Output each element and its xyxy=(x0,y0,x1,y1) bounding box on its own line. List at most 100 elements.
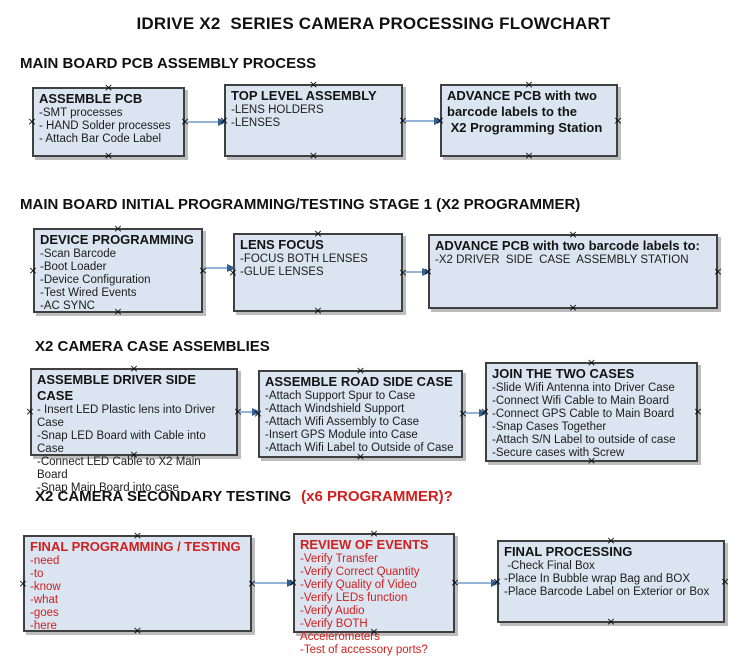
box-assemble-driver-side-case[interactable]: ASSEMBLE DRIVER SIDE CASE - Insert LED P… xyxy=(30,368,238,494)
box-title: ASSEMBLE PCB xyxy=(39,91,143,106)
box-advance-pcb-driver-side[interactable]: ADVANCE PCB with two barcode labels to: … xyxy=(428,234,718,309)
box-title: FINAL PROCESSING xyxy=(504,544,633,559)
box-title: LENS FOCUS xyxy=(240,237,324,252)
box-item: -what xyxy=(30,594,59,606)
glue-point-icon xyxy=(27,117,37,127)
box-top-level-assembly[interactable]: TOP LEVEL ASSEMBLY -LENS HOLDERS -LENSES xyxy=(224,84,403,157)
glue-point-icon xyxy=(228,268,238,278)
box-item: -Verify Transfer xyxy=(300,553,378,565)
glue-point-icon xyxy=(113,224,123,234)
box-final-programming-testing[interactable]: FINAL PROGRAMMING / TESTING -need -to -k… xyxy=(23,535,252,632)
box-item: -Test of accessory ports? xyxy=(300,644,428,656)
box-assemble-pcb[interactable]: ASSEMBLE PCB -SMT processes - HAND Solde… xyxy=(32,87,185,157)
glue-point-icon xyxy=(398,116,408,126)
box-lens-focus[interactable]: LENS FOCUS -FOCUS BOTH LENSES -GLUE LENS… xyxy=(233,233,403,312)
box-title: ADVANCE PCB with two barcode labels to t… xyxy=(447,88,603,135)
box-title: REVIEW OF EVENTS xyxy=(300,537,429,552)
box-item: -LENSES xyxy=(231,117,281,129)
glue-point-icon xyxy=(369,529,379,539)
glue-point-icon xyxy=(233,407,243,417)
glue-point-icon xyxy=(713,267,723,277)
glue-point-icon xyxy=(113,307,123,317)
glue-point-icon xyxy=(369,627,379,637)
box-title: JOIN THE TWO CASES xyxy=(492,366,635,381)
glue-point-icon xyxy=(524,151,534,161)
glue-point-icon xyxy=(309,80,319,90)
box-item: -Place In Bubble wrap Bag and BOX xyxy=(504,573,691,585)
box-item: - HAND Solder processes xyxy=(39,120,171,132)
box-item: -SMT processes xyxy=(39,107,123,119)
box-item: -Test Wired Events xyxy=(40,287,137,299)
glue-point-icon xyxy=(693,407,703,417)
box-item: -Slide Wifi Antenna into Driver Case xyxy=(492,382,675,394)
box-title: FINAL PROGRAMMING / TESTING xyxy=(30,539,241,554)
section-heading-red-note: (x6 PROGRAMMER)? xyxy=(301,488,453,505)
box-item: -Snap LED Board with Cable into Case xyxy=(37,430,209,455)
box-item: -Attach Wifi Assembly to Case xyxy=(265,416,420,428)
box-assemble-road-side-case[interactable]: ASSEMBLE ROAD SIDE CASE -Attach Support … xyxy=(258,370,463,458)
box-item: -Device Configuration xyxy=(40,274,151,286)
box-item: -Verify LEDs function xyxy=(300,592,408,604)
box-item: -Attach Wifi Label to Outside of Case xyxy=(265,442,454,454)
section-heading-text: X2 CAMERA SECONDARY TESTING xyxy=(35,488,292,505)
box-item: -Verify Correct Quantity xyxy=(300,566,420,578)
box-item: -need xyxy=(30,555,60,567)
glue-point-icon xyxy=(288,578,298,588)
glue-point-icon xyxy=(129,364,139,374)
glue-point-icon xyxy=(180,117,190,127)
glue-point-icon xyxy=(587,358,597,368)
glue-point-icon xyxy=(480,407,490,417)
glue-point-icon xyxy=(219,116,229,126)
glue-point-icon xyxy=(129,450,139,460)
box-item: -Attach Windshield Support xyxy=(265,403,405,415)
page-title: IDRIVE X2 SERIES CAMERA PROCESSING FLOWC… xyxy=(136,14,611,33)
section-heading-secondary-testing: X2 CAMERA SECONDARY TESTING (x6 PROGRAMME… xyxy=(35,488,453,505)
glue-point-icon xyxy=(613,116,623,126)
box-item: - Insert LED Plastic lens into Driver Ca… xyxy=(37,404,219,429)
box-title: TOP LEVEL ASSEMBLY xyxy=(231,88,377,103)
glue-point-icon xyxy=(104,151,114,161)
box-item: -goes xyxy=(30,607,59,619)
section-heading-main-board-pcb: MAIN BOARD PCB ASSEMBLY PROCESS xyxy=(20,55,317,72)
glue-point-icon xyxy=(450,578,460,588)
glue-point-icon xyxy=(356,452,366,462)
glue-point-icon xyxy=(133,626,143,636)
box-item: -to xyxy=(30,568,44,580)
box-item: -Verify Audio xyxy=(300,605,365,617)
box-item: -Verify BOTH Accelerometers xyxy=(300,618,380,643)
box-item: -AC SYNC xyxy=(40,300,95,312)
glue-point-icon xyxy=(398,268,408,278)
box-item: -Connect Wifi Cable to Main Board xyxy=(492,395,670,407)
glue-point-icon xyxy=(198,266,208,276)
glue-point-icon xyxy=(720,577,730,587)
box-item: -Verify Quality of Video xyxy=(300,579,417,591)
glue-point-icon xyxy=(25,407,35,417)
connector-arrow-8[interactable] xyxy=(455,579,500,587)
box-review-of-events[interactable]: REVIEW OF EVENTS -Verify Transfer -Verif… xyxy=(293,533,455,656)
connector-arrow-7[interactable] xyxy=(252,579,296,587)
glue-point-icon xyxy=(524,80,534,90)
box-item: -Scan Barcode xyxy=(40,248,117,260)
glue-point-icon xyxy=(606,536,616,546)
glue-point-icon xyxy=(356,366,366,376)
box-final-processing[interactable]: FINAL PROCESSING -Check Final Box -Place… xyxy=(497,540,725,623)
section-heading-case-assemblies: X2 CAMERA CASE ASSEMBLIES xyxy=(35,338,270,355)
glue-point-icon xyxy=(247,579,257,589)
box-title: ADVANCE PCB with two barcode labels to: xyxy=(435,238,700,253)
box-item: -Insert GPS Module into Case xyxy=(265,429,418,441)
box-title: DEVICE PROGRAMMING xyxy=(40,232,194,247)
box-device-programming[interactable]: DEVICE PROGRAMMING -Scan Barcode -Boot L… xyxy=(33,228,203,313)
glue-point-icon xyxy=(253,409,263,419)
box-item: -Attach Support Spur to Case xyxy=(265,390,416,402)
box-item: -X2 DRIVER SIDE CASE ASSEMBLY STATION xyxy=(435,254,689,266)
box-join-the-two-cases[interactable]: JOIN THE TWO CASES -Slide Wifi Antenna i… xyxy=(485,362,698,462)
box-item: -Connect GPS Cable to Main Board xyxy=(492,408,675,420)
glue-point-icon xyxy=(568,303,578,313)
box-item: - Attach Bar Code Label xyxy=(39,133,162,145)
box-advance-pcb-programming-station[interactable]: ADVANCE PCB with two barcode labels to t… xyxy=(440,84,618,157)
glue-point-icon xyxy=(18,579,28,589)
box-item: -Snap Cases Together xyxy=(492,421,607,433)
box-item: -Place Barcode Label on Exterior or Box xyxy=(504,586,710,598)
section-heading-initial-programming: MAIN BOARD INITIAL PROGRAMMING/TESTING S… xyxy=(20,196,581,213)
glue-point-icon xyxy=(313,306,323,316)
